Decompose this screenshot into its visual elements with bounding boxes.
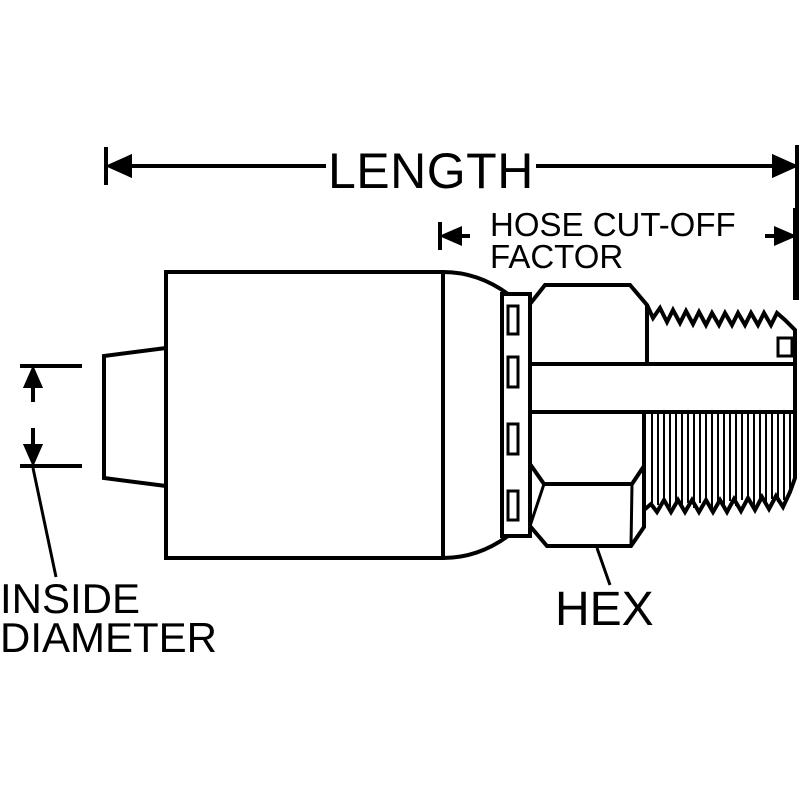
- thread-bottom: [642, 410, 797, 517]
- hex-label: HEX: [555, 583, 654, 636]
- cutoff-dimension: [438, 208, 797, 300]
- ferrule-collar: [500, 292, 532, 538]
- inside-diameter-label-line1: INSIDE: [0, 575, 141, 622]
- hex-body: [528, 283, 649, 548]
- hex-leader: [595, 547, 612, 586]
- hose-cutoff-label-line1: HOSE CUT-OFF: [488, 206, 738, 243]
- hose-stem: [102, 346, 167, 488]
- center-bore: [528, 362, 797, 414]
- hose-cutoff-label-line2: FACTOR: [488, 238, 626, 275]
- length-label: LENGTH: [326, 143, 536, 199]
- thread-top: [645, 304, 797, 364]
- crimp-ferrule: [164, 270, 510, 560]
- inside-diameter-label-line2: DIAMETER: [0, 614, 218, 661]
- inside-diameter-dimension: [20, 364, 82, 578]
- length-dimension: [104, 145, 799, 300]
